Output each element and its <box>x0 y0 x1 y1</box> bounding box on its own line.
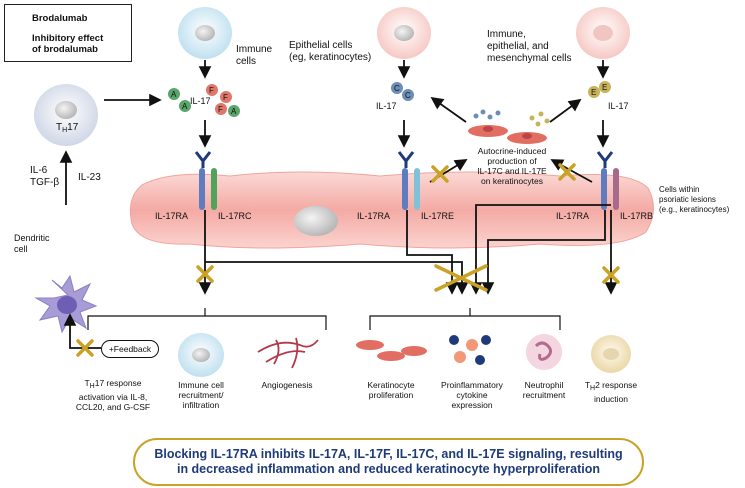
label-mixed-cells: Immune, epithelial, and mesenchymal cell… <box>487 29 572 64</box>
label-il17-3: IL-17 <box>608 101 629 111</box>
lesion-band <box>129 171 654 249</box>
conclusion-banner: Blocking IL-17RA inhibits IL-17A, IL-17F… <box>133 438 644 486</box>
autocrine-cells <box>468 109 550 144</box>
cyto-letter-e1: E <box>591 88 597 97</box>
arrow-feedback <box>63 313 101 349</box>
cyto-letter-c1: C <box>394 84 400 93</box>
label-kprolif: Keratinocyte proliferation <box>367 380 415 400</box>
keratinocyte-icon <box>356 340 427 361</box>
cyto-letter-c2: C <box>405 91 411 100</box>
label-th2: TH2 response induction <box>584 380 638 404</box>
feedback-pill: +Feedback <box>101 340 159 358</box>
mixed-cell-top <box>576 7 630 59</box>
label-il17-2: IL-17 <box>376 101 397 111</box>
label-neutro: Neutrophil recruitment <box>522 380 566 400</box>
label-cytokine: Proinflammatory cytokine expression <box>441 380 503 410</box>
arrow-receptor3-autocrine <box>550 159 593 183</box>
label-recruit: Immune cell recruitment/ infiltration <box>178 380 224 410</box>
arrow-autocrine-c <box>430 96 467 123</box>
label-r3b: IL-17RB <box>620 211 654 221</box>
cyto-letter-f2: F <box>223 93 228 102</box>
neutrophil-icon <box>526 334 562 370</box>
receptor-rarb <box>596 151 619 210</box>
label-il6-tgfb: IL-6 TGF-β <box>30 165 60 188</box>
label-th17-response: TH17 response activation via IL-8, CCL20… <box>75 378 151 412</box>
cytokines-e <box>588 81 611 98</box>
cytokines-c <box>391 82 414 101</box>
angiogenesis-icon <box>257 337 319 369</box>
receptor-rare <box>397 151 420 210</box>
label-dendritic: Dendritic cell <box>14 233 50 254</box>
conclusion-text: Blocking IL-17RA inhibits IL-17A, IL-17F… <box>154 447 623 476</box>
label-r2b: IL-17RE <box>421 211 455 221</box>
th2-cell-icon <box>591 335 631 373</box>
bracket-left <box>87 315 327 330</box>
legend <box>4 4 132 62</box>
cyto-letter-f3: F <box>218 105 223 114</box>
arrow-autocrine-e <box>549 98 582 123</box>
receptor-rarc <box>194 151 217 210</box>
th17-cell <box>34 84 98 146</box>
cytokines-af <box>168 84 240 117</box>
label-il23: IL-23 <box>78 172 101 183</box>
cyto-letter-a1: A <box>171 90 177 99</box>
dendritic-cell <box>34 274 98 334</box>
label-epithelial-cells: Epithelial cells (eg, keratinocytes) <box>289 40 372 63</box>
cyto-letter-e2: E <box>602 83 608 92</box>
cyto-letter-a3: A <box>231 107 237 116</box>
label-r1a: IL-17RA <box>155 211 189 221</box>
cytokine-expression-icon <box>449 335 491 365</box>
bracket-right <box>369 315 561 330</box>
label-r2a: IL-17RA <box>357 211 391 221</box>
immune-cell-top <box>178 7 232 59</box>
legend-effect-label: Inhibitory effect of brodalumab <box>32 33 104 55</box>
label-r1b: IL-17RC <box>218 211 252 221</box>
label-angio: Angiogenesis <box>261 380 313 390</box>
label-th17: TH17 <box>56 122 79 134</box>
label-r3a: IL-17RA <box>556 211 590 221</box>
downstream-lines <box>198 204 618 295</box>
label-il17-1: IL-17 <box>190 96 211 106</box>
label-immune-cells: Immune cells <box>236 44 273 67</box>
inhibit-x-marks <box>76 163 620 357</box>
legend-drug-label: Brodalumab <box>32 13 88 24</box>
epithelial-cell-top <box>377 7 431 59</box>
recruit-cell-icon <box>178 333 224 377</box>
label-autocrine: Autocrine-induced production of IL-17C a… <box>477 146 547 186</box>
cyto-letter-a2: A <box>182 102 188 111</box>
label-lesion: Cells within psoriatic lesions (e.g., ke… <box>659 185 730 214</box>
lesion-nucleus <box>294 206 338 236</box>
cyto-letter-f1: F <box>209 86 214 95</box>
